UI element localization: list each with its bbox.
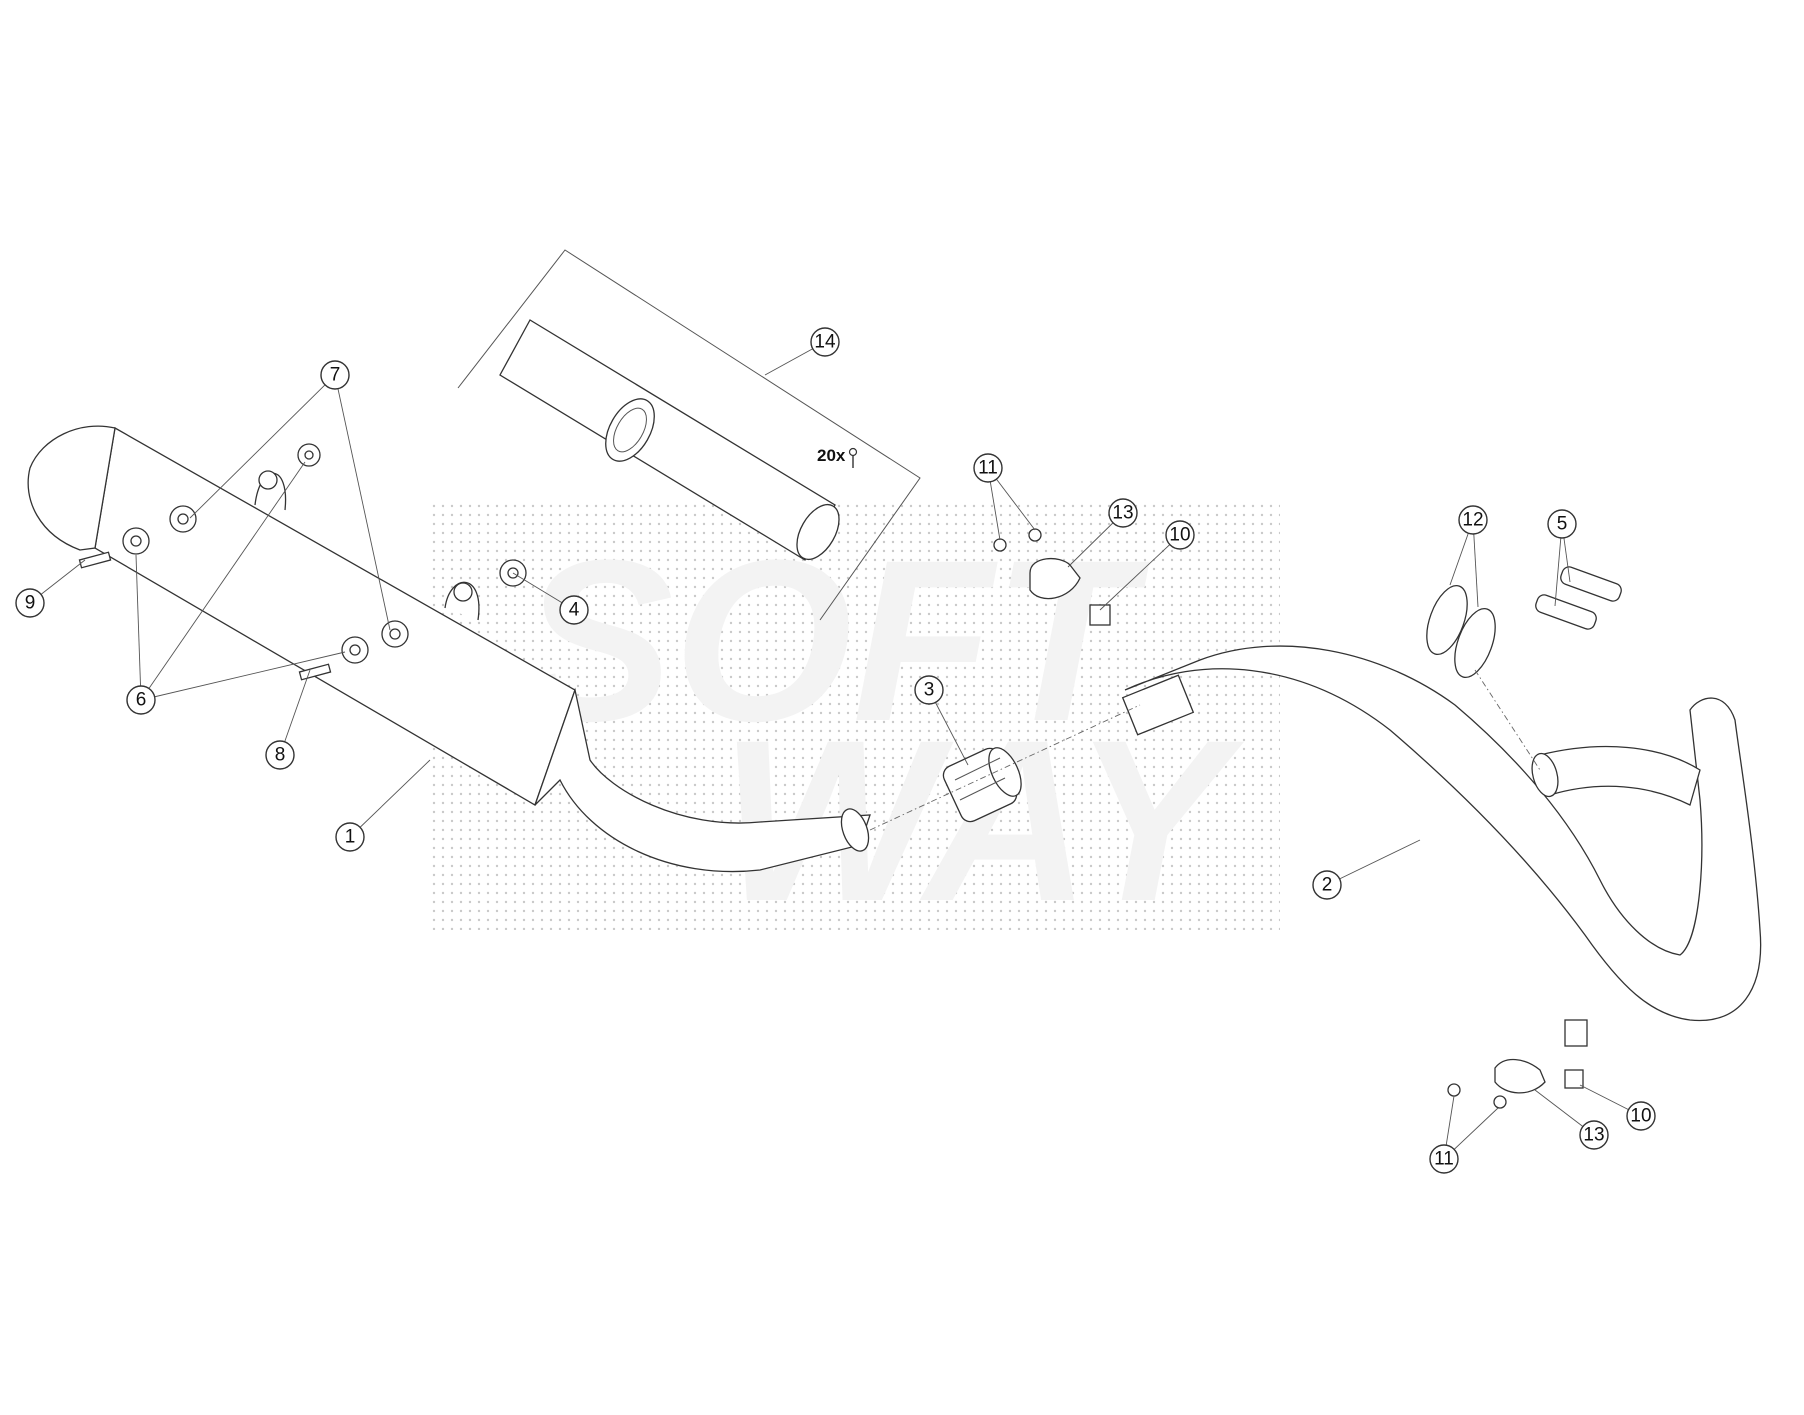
rivet-icon	[848, 447, 858, 468]
svg-text:4: 4	[569, 600, 580, 621]
callout-11-upper: 11	[973, 453, 1003, 483]
svg-text:5: 5	[1557, 514, 1568, 535]
leader-lines	[29, 341, 1642, 1160]
svg-text:3: 3	[924, 680, 935, 701]
svg-text:13: 13	[1583, 1125, 1604, 1146]
callout-12: 12	[1458, 505, 1488, 535]
svg-text:6: 6	[136, 690, 147, 711]
callout-10-upper: 10	[1165, 520, 1195, 550]
callout-5: 5	[1547, 509, 1577, 539]
svg-text:11: 11	[1434, 1149, 1454, 1170]
callout-13-upper: 13	[1108, 498, 1138, 528]
part-5-springs	[1535, 566, 1622, 630]
callout-14: 14	[810, 327, 840, 357]
svg-text:9: 9	[25, 593, 36, 614]
watermark-line1: SOFT	[520, 512, 1150, 769]
svg-text:11: 11	[978, 458, 998, 479]
callout-3: 3	[914, 675, 944, 705]
callout-13-lower: 13	[1579, 1120, 1609, 1150]
part-3-coupler	[942, 747, 1022, 823]
svg-text:10: 10	[1630, 1106, 1651, 1127]
part-2-expansion-chamber	[1121, 645, 1762, 1047]
svg-text:1: 1	[345, 827, 356, 848]
callout-9: 9	[15, 588, 45, 618]
svg-text:10: 10	[1169, 525, 1190, 546]
part-14-packing-kit: 20x	[457, 249, 921, 621]
callout-4: 4	[559, 595, 589, 625]
callout-2: 2	[1312, 870, 1342, 900]
callout-11-lower: 11	[1429, 1144, 1459, 1174]
callout-1: 1	[335, 822, 365, 852]
svg-text:8: 8	[275, 745, 286, 766]
svg-text:2: 2	[1322, 875, 1333, 896]
svg-text:7: 7	[330, 365, 341, 386]
part-12-o-rings	[1426, 585, 1496, 678]
part-1-silencer	[27, 425, 871, 873]
hardware-parts	[78, 443, 1584, 1109]
svg-text:13: 13	[1112, 503, 1133, 524]
svg-text:12: 12	[1462, 510, 1483, 531]
callout-6: 6	[126, 685, 156, 715]
callout-10-lower: 10	[1626, 1101, 1656, 1131]
callout-7: 7	[320, 360, 350, 390]
svg-text:14: 14	[814, 332, 836, 353]
callout-8: 8	[265, 740, 295, 770]
kit-quantity-note: 20x	[817, 446, 846, 465]
